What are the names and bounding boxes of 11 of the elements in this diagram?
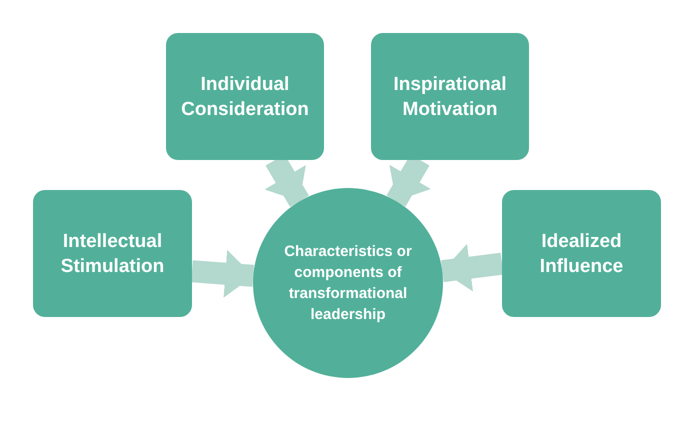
characteristic-box xyxy=(166,33,324,160)
node-label: Intellectual Stimulation xyxy=(60,230,166,278)
block-arrow xyxy=(440,244,504,292)
node-label: Idealized Influence xyxy=(538,230,624,278)
characteristic-box xyxy=(371,33,529,160)
characteristic-box xyxy=(33,190,192,317)
node-label: Inspirational Motivation xyxy=(392,72,508,122)
node-label: Characteristics or components of transformational leadership xyxy=(283,242,413,325)
node-label: Individual Consideration xyxy=(180,72,310,122)
block-arrow xyxy=(191,250,254,298)
characteristic-box xyxy=(502,190,661,317)
